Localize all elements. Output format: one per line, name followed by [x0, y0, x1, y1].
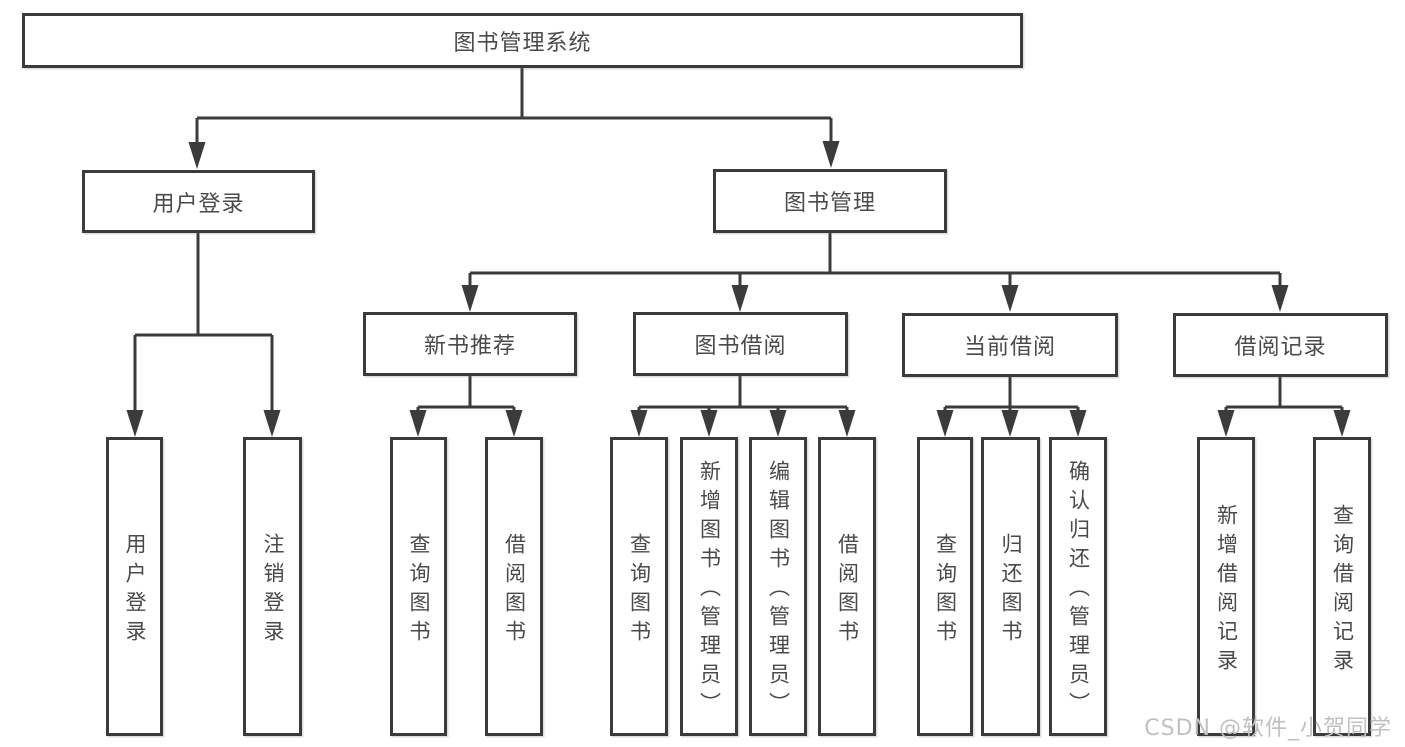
leaf-user-login: 用户登录 — [106, 437, 163, 736]
node-borrow-records: 借阅记录 — [1173, 313, 1388, 377]
leaf-confirm-return-admin: 确认归还（管理员） — [1049, 437, 1107, 736]
leaf-add-books-admin: 新增图书（管理员） — [680, 437, 738, 736]
node-root: 图书管理系统 — [22, 13, 1023, 68]
leaf-borrow-query-books: 查询图书 — [610, 437, 668, 736]
node-new-book-recommend: 新书推荐 — [363, 312, 577, 376]
leaf-query-borrow-record: 查询借阅记录 — [1313, 437, 1371, 736]
leaf-edit-books-admin: 编辑图书（管理员） — [749, 437, 807, 736]
leaf-recommend-query-books: 查询图书 — [390, 437, 447, 736]
node-book-borrow: 图书借阅 — [633, 312, 848, 376]
leaf-return-books: 归还图书 — [981, 437, 1040, 736]
leaf-add-borrow-record: 新增借阅记录 — [1197, 437, 1255, 736]
leaf-borrow-books: 借阅图书 — [818, 437, 876, 736]
watermark: CSDN @软件_小贺同学 — [1144, 716, 1392, 741]
leaf-current-query-books: 查询图书 — [917, 437, 973, 736]
leaf-recommend-borrow-books: 借阅图书 — [485, 437, 543, 736]
node-user-login: 用户登录 — [82, 170, 315, 233]
leaf-logout: 注销登录 — [243, 437, 302, 736]
node-current-borrow: 当前借阅 — [902, 313, 1118, 377]
node-book-management: 图书管理 — [713, 169, 947, 233]
